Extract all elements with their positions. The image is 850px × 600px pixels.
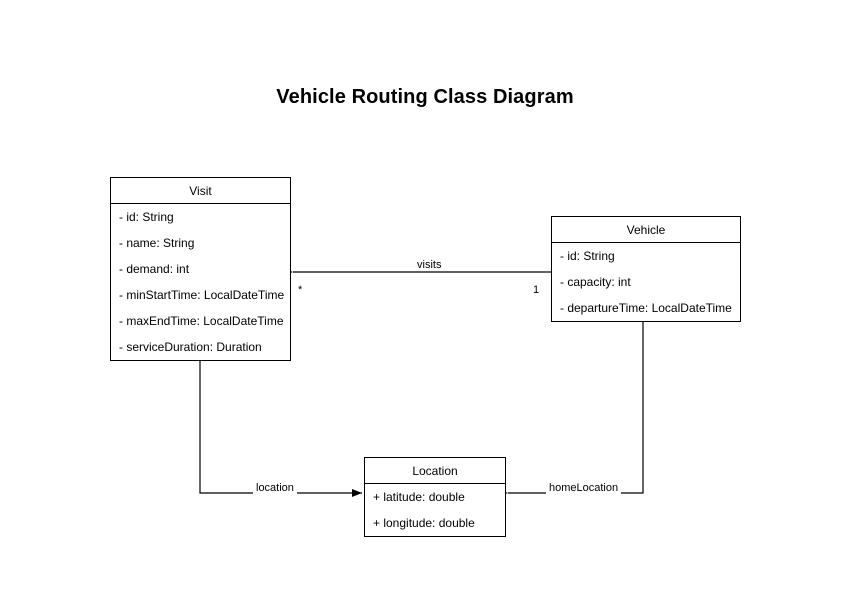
attribute-row: - demand: int [119, 262, 190, 276]
class-name-vehicle: Vehicle [552, 217, 740, 243]
edge-label-location: location [253, 482, 297, 494]
edge-location [199, 361, 362, 497]
class-box-vehicle[interactable]: Vehicle - id: String - capacity: int - d… [551, 216, 741, 322]
edge-home-location [498, 322, 644, 497]
attribute-row: - name: String [119, 236, 195, 250]
class-name-visit: Visit [111, 178, 290, 204]
class-box-location[interactable]: Location + latitude: double + longitude:… [364, 457, 506, 537]
class-attributes-location: + latitude: double + longitude: double [365, 484, 505, 536]
edge-label-visits: visits [414, 259, 445, 271]
page-title: Vehicle Routing Class Diagram [276, 86, 574, 108]
class-attributes-visit: - id: String - name: String - demand: in… [111, 204, 290, 360]
attribute-row: + latitude: double [373, 490, 465, 504]
attribute-row: - id: String [119, 210, 174, 224]
multiplicity-visit-end: * [298, 284, 303, 296]
class-attributes-vehicle: - id: String - capacity: int - departure… [552, 243, 740, 321]
attribute-row: - minStartTime: LocalDateTime [119, 288, 285, 302]
attribute-row: + longitude: double [373, 516, 475, 530]
attribute-row: - id: String [560, 249, 615, 263]
class-box-visit[interactable]: Visit - id: String - name: String - dema… [110, 177, 291, 361]
class-name-location: Location [365, 458, 505, 484]
edge-label-home-location: homeLocation [546, 482, 622, 494]
multiplicity-vehicle-end: 1 [533, 284, 540, 296]
attribute-row: - maxEndTime: LocalDateTime [119, 314, 284, 328]
attribute-row: - serviceDuration: Duration [119, 340, 262, 354]
attribute-row: - departureTime: LocalDateTime [560, 301, 732, 315]
attribute-row: - capacity: int [560, 275, 631, 289]
